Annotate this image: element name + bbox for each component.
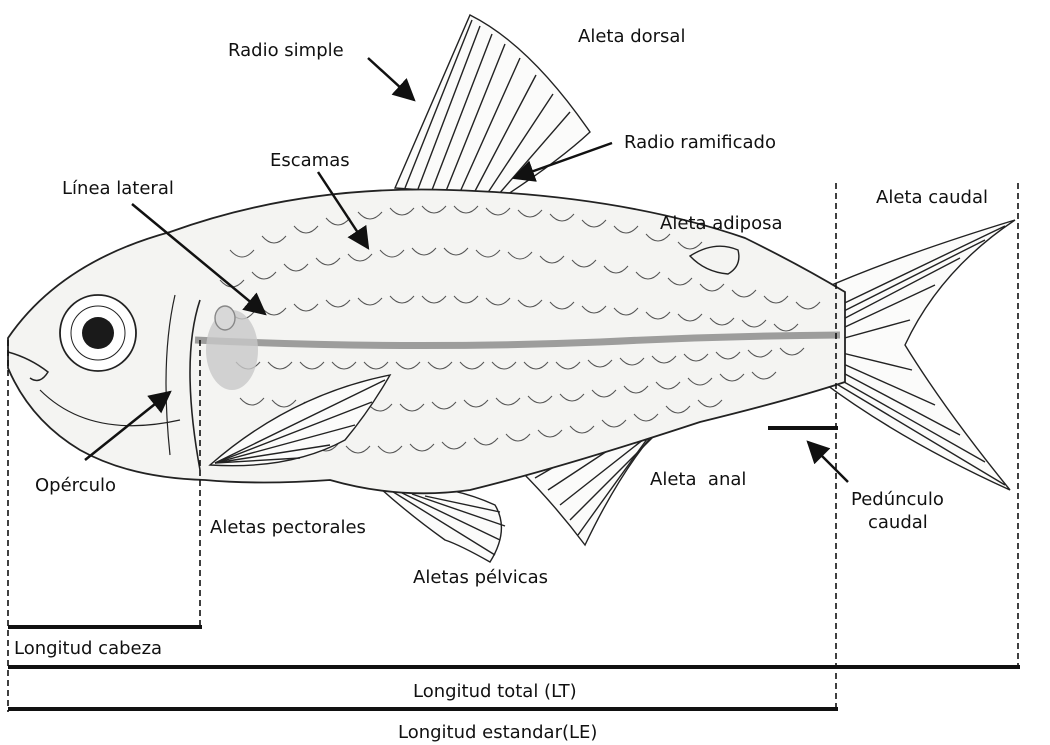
label-aleta-adiposa: Aleta adiposa [660,213,783,234]
label-escamas: Escamas [270,150,350,171]
label-pedunculo: Pedúnculo [851,489,944,510]
label-aletas-pelvicas: Aletas pélvicas [413,567,548,588]
label-radio-simple: Radio simple [228,40,344,61]
label-aleta-caudal: Aleta caudal [876,187,988,208]
label-operculo: Opérculo [35,475,116,496]
label-longitud-estandar: Longitud estandar(LE) [398,722,597,743]
label-caudal: caudal [868,512,928,533]
label-aletas-pectorales: Aletas pectorales [210,517,366,538]
label-longitud-cabeza: Longitud cabeza [14,638,162,659]
fish-illustration [8,15,1015,562]
dorsal-fin [395,15,590,196]
label-radio-ramificado: Radio ramificado [624,132,776,153]
label-aleta-dorsal: Aleta dorsal [578,26,685,47]
pelvic-fin [380,486,505,562]
label-longitud-total: Longitud total (LT) [413,681,577,702]
label-aleta-anal: Aleta anal [650,469,746,490]
eye [60,295,136,371]
arrow-pedunculo [808,442,848,482]
arrow-radio-simple [368,58,414,100]
caudal-fin [820,220,1015,490]
label-linea-lateral: Línea lateral [62,178,174,199]
